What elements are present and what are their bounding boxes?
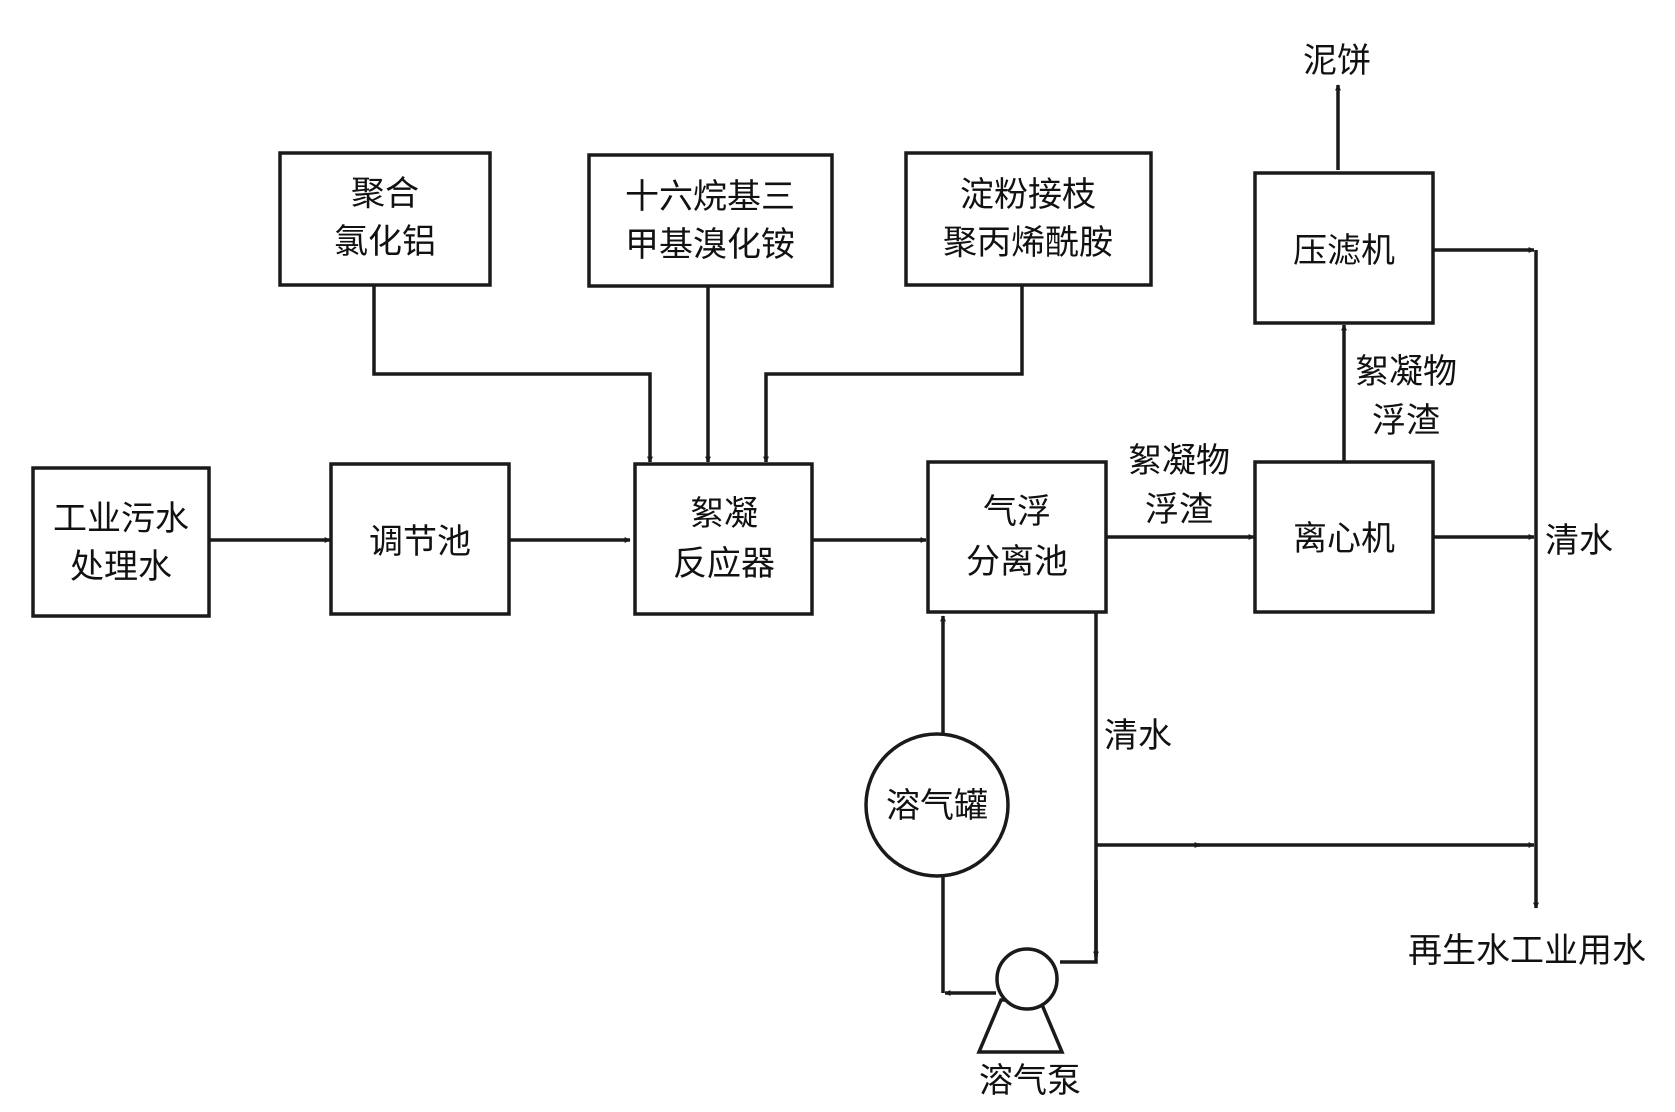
clear-water-label-flotation: 清水 <box>1104 716 1172 756</box>
floc-scum-label-lower-line1: 絮凝物 <box>1128 441 1230 481</box>
starchpam-label-line1: 淀粉接枝 <box>960 175 1096 215</box>
box-pac: 聚合 氯化铝 <box>278 151 492 287</box>
floc-scum-label-upper-line2: 浮渣 <box>1372 401 1440 441</box>
centrifuge-label: 离心机 <box>1293 519 1395 559</box>
box-centrifuge: 离心机 <box>1253 460 1435 614</box>
box-flocculation-reactor: 絮凝 反应器 <box>633 462 814 616</box>
box-air-flotation-tank: 气浮 分离池 <box>926 460 1108 614</box>
dissolved-air-tank: 溶气罐 <box>864 732 1010 878</box>
ctab-label-line2: 甲基溴化铵 <box>625 225 795 265</box>
filterpress-label: 压滤机 <box>1293 231 1395 271</box>
clear-water-label-right: 清水 <box>1545 521 1613 561</box>
connectors <box>210 84 1539 996</box>
arrow-pac-to-reactor <box>372 285 653 463</box>
arrow-starchpam-to-reactor <box>763 285 1024 463</box>
reclaimed-water-label: 再生水工业用水 <box>1408 931 1646 971</box>
dissolved-air-tank-label: 溶气罐 <box>886 786 988 826</box>
ctab-label-line1: 十六烷基三 <box>625 177 795 217</box>
wastewater-label-line1: 工业污水 <box>53 499 189 539</box>
starchpam-label-line2: 聚丙烯酰胺 <box>943 223 1113 263</box>
mud-cake-label: 泥饼 <box>1303 41 1371 81</box>
flotation-label-line2: 分离池 <box>966 542 1068 582</box>
reactor-label-line2: 反应器 <box>673 544 775 584</box>
pac-label-line2: 氯化铝 <box>334 222 436 262</box>
dissolved-air-pump-label: 溶气泵 <box>979 1061 1081 1101</box>
box-starch-pam: 淀粉接枝 聚丙烯酰胺 <box>904 151 1153 287</box>
box-filter-press: 压滤机 <box>1253 171 1435 325</box>
box-regulating-tank: 调节池 <box>329 462 511 616</box>
wastewater-label-line2: 处理水 <box>70 547 172 587</box>
flotation-label-line1: 气浮 <box>983 492 1051 532</box>
box-wastewater: 工业污水 处理水 <box>31 466 211 618</box>
reactor-label-line1: 絮凝 <box>690 494 758 534</box>
box-ctab: 十六烷基三 甲基溴化铵 <box>587 153 834 288</box>
pac-label-line1: 聚合 <box>351 174 419 214</box>
regulating-tank-label: 调节池 <box>369 522 471 562</box>
dissolved-air-pump <box>976 947 1065 1054</box>
floc-scum-label-lower-line2: 浮渣 <box>1145 490 1213 530</box>
arrow-flotation-clearwater-down <box>1060 612 1098 964</box>
floc-scum-label-upper-line1: 絮凝物 <box>1355 352 1457 392</box>
